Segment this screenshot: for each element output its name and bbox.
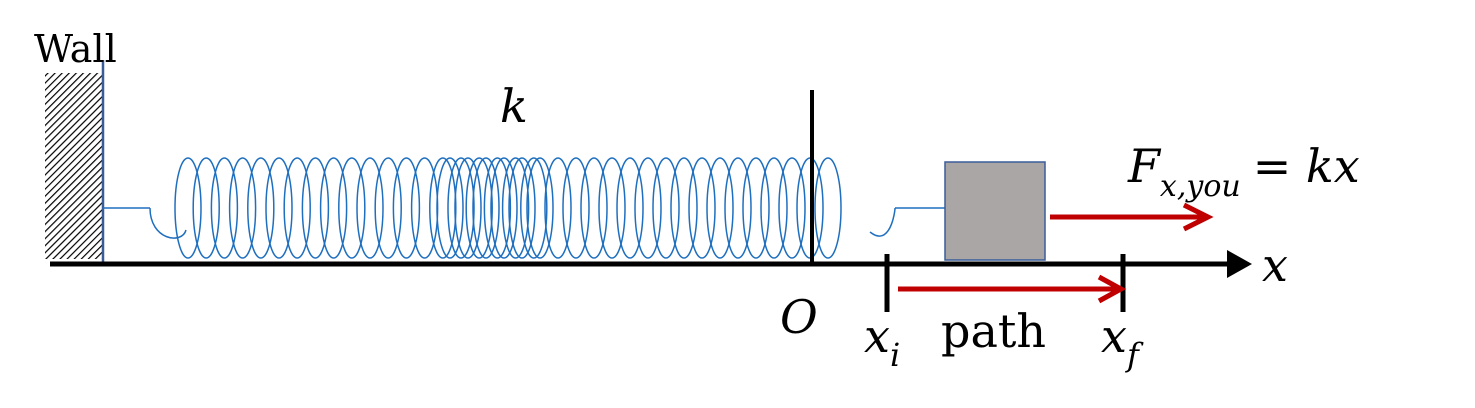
final-position-subscript: f	[1125, 336, 1144, 374]
force-symbol: F	[1127, 139, 1162, 193]
spring-coil-b-18	[742, 157, 770, 259]
spring-coil-a-5	[247, 157, 275, 259]
x-axis-arrowhead	[1227, 250, 1252, 278]
x-axis	[50, 250, 1252, 278]
spring-coil-b-2	[454, 157, 482, 259]
spring-coil-b-4	[490, 157, 518, 259]
spring-coil-b-8	[562, 157, 590, 259]
spring-coil-a-13	[392, 157, 421, 259]
spring-coil-a-10	[338, 157, 366, 259]
spring-coil-a-3	[210, 157, 239, 259]
spring-left-hook	[149, 207, 187, 239]
spring-right-hook	[869, 207, 896, 237]
spring-coil-b-19	[760, 157, 788, 259]
spring-coil-b-16	[706, 157, 734, 259]
spring-coil-b-17	[724, 157, 752, 259]
axis-label: x	[1262, 238, 1288, 292]
spring-coil-a-15	[429, 157, 457, 259]
spring-coil-b-12	[634, 157, 662, 259]
block-icon	[944, 161, 1046, 261]
spring-coil-a-11	[356, 157, 384, 259]
spring-coil-b-3	[472, 157, 500, 259]
spring-coil-a-8	[301, 157, 330, 259]
wall-hatch-icon	[45, 73, 103, 259]
spring-coil-b-7	[544, 157, 572, 259]
final-position-symbol: x	[1101, 309, 1127, 363]
spring-constant-label: k	[500, 79, 528, 133]
spring-coil-b-6	[526, 157, 554, 259]
wall	[45, 60, 105, 262]
final-position-label: xf	[1101, 309, 1144, 374]
spring-coil-b-10	[598, 157, 626, 259]
spring-coil-a-16	[447, 157, 475, 259]
spring-coil-b-9	[580, 157, 608, 259]
origin-label: O	[780, 290, 818, 344]
spring-coil-a-4	[228, 157, 257, 259]
path-arrow	[898, 274, 1127, 304]
spring-coil-a-17	[465, 157, 493, 259]
spring-coil-b-11	[616, 157, 644, 259]
spring-coil-b-15	[688, 157, 716, 259]
force-rhs: = kx	[1253, 139, 1360, 193]
coil-spring-icon	[103, 157, 945, 259]
spring-coil-b-22	[814, 157, 842, 259]
spring-coil-b-14	[670, 157, 698, 259]
spring-coil-a-2	[192, 157, 220, 259]
force-arrow	[1050, 202, 1214, 232]
force-subscript: x,you	[1160, 169, 1241, 204]
path-label: path	[941, 304, 1046, 358]
spring-coil-a-7	[283, 157, 311, 259]
spring-coil-b-1	[436, 157, 464, 259]
spring-coil-a-1	[174, 157, 202, 259]
force-equation-label: Fx,you = kx	[1127, 139, 1360, 204]
spring-coil-a-18	[483, 157, 512, 259]
wall-label: Wall	[34, 27, 117, 71]
initial-position-symbol: x	[864, 309, 890, 363]
spring-coil-b-13	[652, 157, 680, 259]
initial-position-label: xi	[864, 309, 900, 374]
spring-coil-b-20	[778, 157, 806, 259]
spring-coil-b-5	[508, 157, 536, 259]
spring-coil-a-9	[319, 157, 348, 259]
spring-coil-a-12	[374, 157, 402, 259]
spring-coil-a-6	[265, 157, 293, 259]
spring-coil-a-20	[520, 157, 548, 259]
spring-coil-a-19	[501, 157, 530, 259]
initial-position-subscript: i	[890, 336, 900, 374]
